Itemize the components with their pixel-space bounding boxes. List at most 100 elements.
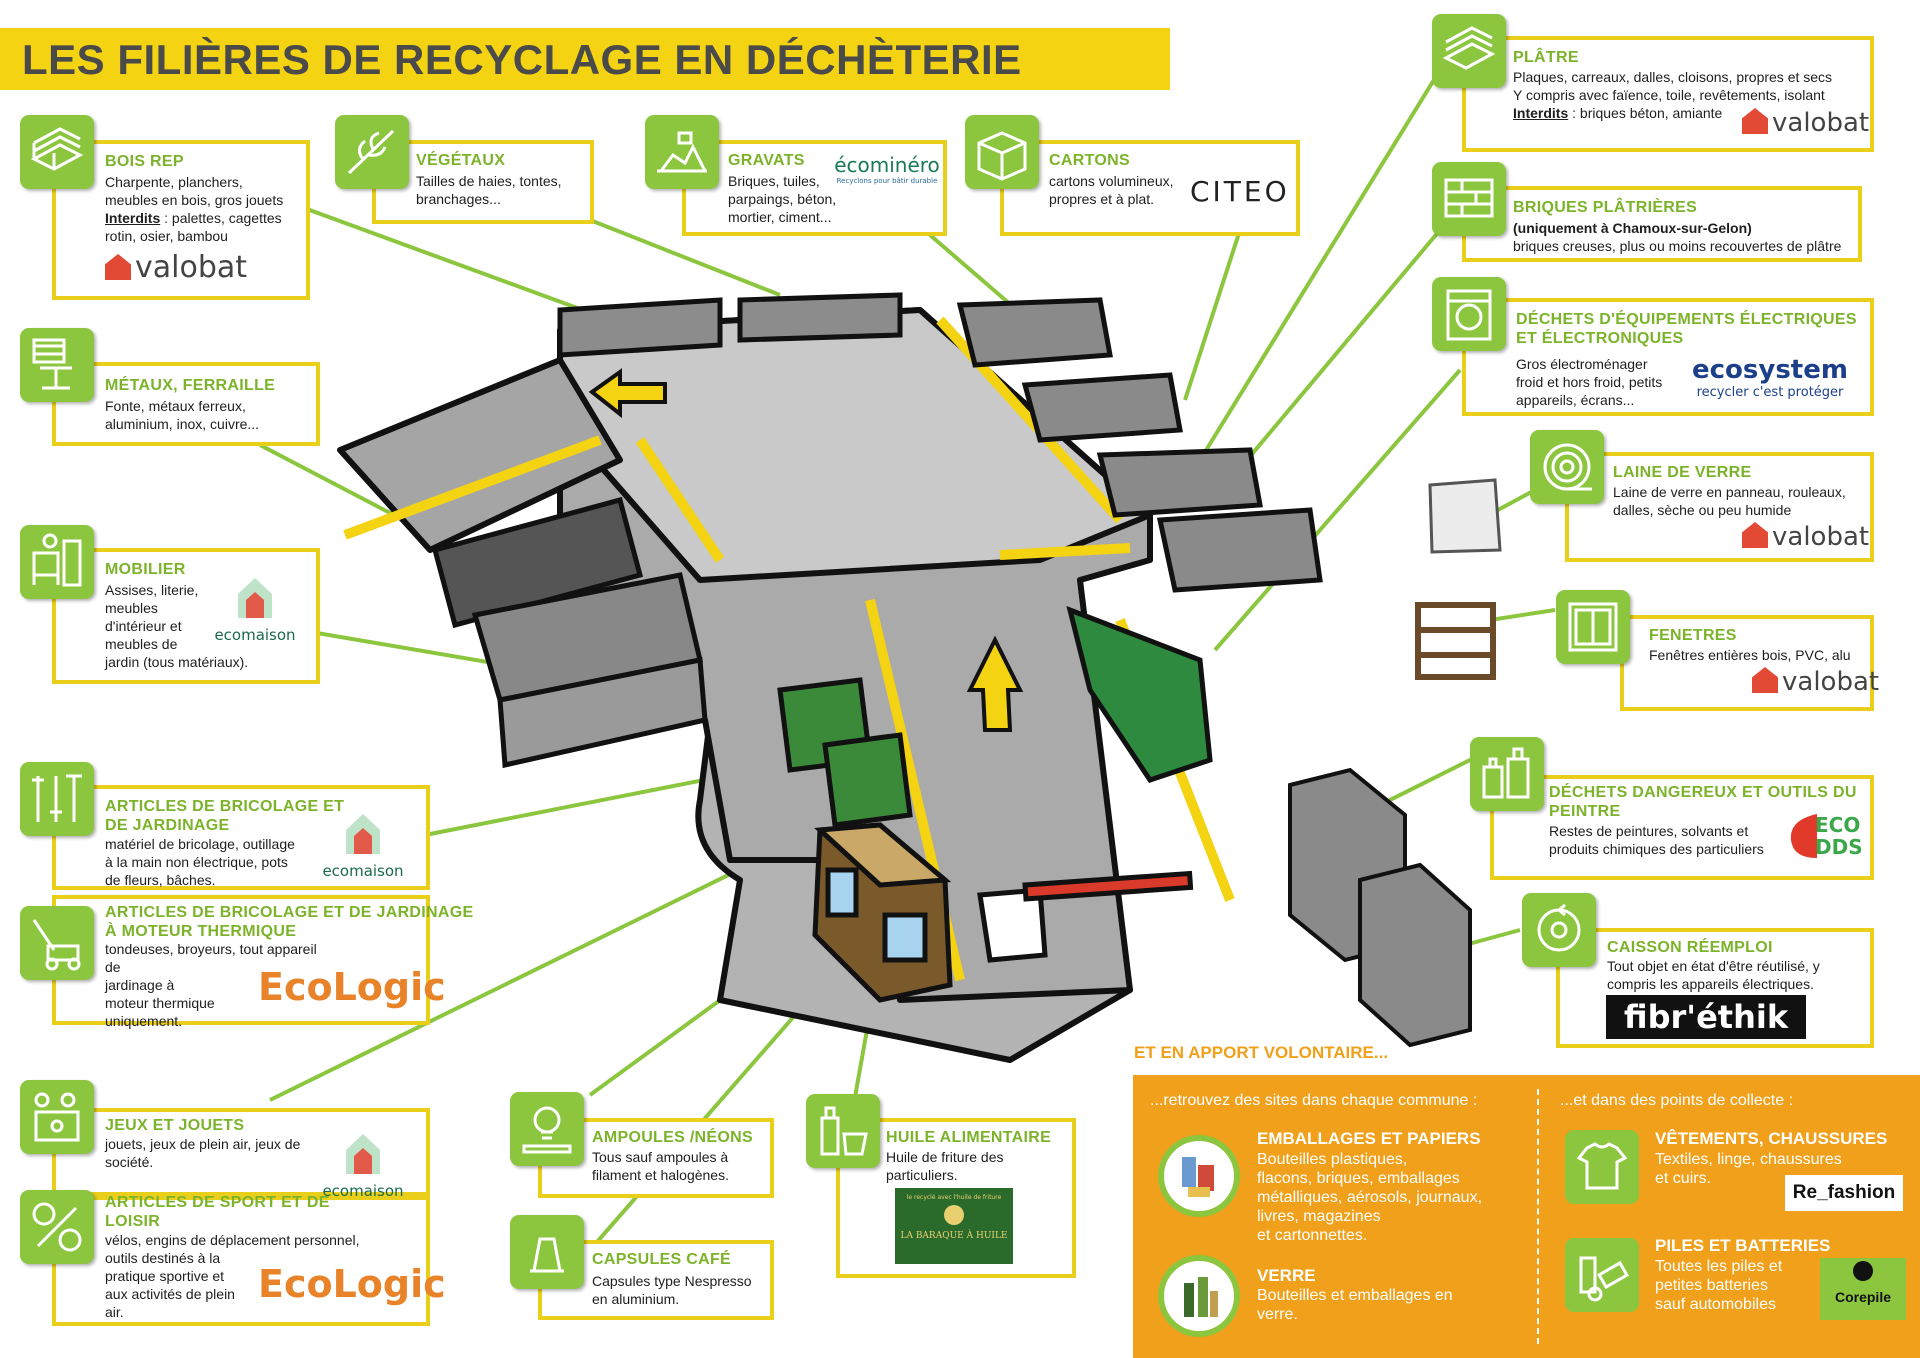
platre-text: Plaques, carreaux, dalles, cloisons, pro…	[1513, 68, 1832, 122]
platre-forbidden: Interdits : briques béton, amiante	[1513, 104, 1832, 122]
house-icon	[105, 254, 131, 280]
card-platre	[1462, 36, 1874, 152]
ecologic-logo: EcoLogic	[258, 1262, 446, 1306]
deee-text: Gros électroménager froid et hors froid,…	[1516, 355, 1662, 409]
title-line: DÉCHETS DANGEREUX ET OUTILS DU	[1549, 784, 1857, 801]
dangereux-text: Restes de peintures, solvants et produit…	[1549, 822, 1764, 858]
vetements-text: Textiles, linge, chaussures et cuirs.	[1655, 1150, 1842, 1188]
bricolage-line: de fleurs, bâches.	[105, 872, 216, 888]
title-line: PEINTRE	[1549, 803, 1621, 820]
jouets-line: jouets, jeux de plein air, jeux de	[105, 1136, 301, 1152]
ecomaison-house-icon	[238, 578, 272, 618]
bois-line: rotin, osier, bambou	[105, 228, 228, 244]
hazardous-bottles-icon	[1470, 737, 1544, 811]
gravats-line: parpaings, béton,	[728, 191, 837, 207]
corepile-mascot-icon	[1853, 1261, 1873, 1281]
bois-text: Charpente, planchers, meubles en bois, g…	[105, 173, 305, 245]
mobilier-line: Assises, literie,	[105, 582, 199, 598]
laine-line: dalles, sèche ou peu humide	[1613, 502, 1792, 518]
capsules-line: en aluminium.	[592, 1291, 680, 1307]
thermique-title: ARTICLES DE BRICOLAGE ET DE JARDINAGE À …	[105, 903, 473, 941]
laine-title: LAINE DE VERRE	[1613, 464, 1752, 481]
reemploi-text: Tout objet en état d'être réutilisé, y c…	[1607, 957, 1820, 993]
vetements-line: Textiles, linge, chaussures	[1655, 1151, 1842, 1168]
lightbulb-icon	[510, 1092, 584, 1166]
batteries-icon	[1565, 1238, 1639, 1312]
title-line: DÉCHETS D'ÉQUIPEMENTS ÉLECTRIQUES	[1516, 311, 1857, 328]
fibrethik-logo: fibr'éthik	[1606, 995, 1806, 1039]
branch-icon	[335, 115, 409, 189]
emballages-line: et cartonnettes.	[1257, 1227, 1368, 1244]
card-sport	[52, 1196, 430, 1326]
metaux-title: MÉTAUX, FERRAILLE	[105, 377, 276, 394]
thermique-text: tondeuses, broyeurs, tout appareil de ja…	[105, 940, 335, 1030]
glass-bottles-icon	[1158, 1255, 1240, 1337]
logo-text: valobat	[135, 250, 248, 285]
window-frame-icon	[1415, 602, 1496, 680]
bois-line: meubles en bois, gros jouets	[105, 192, 284, 208]
wood-planks-icon	[20, 115, 94, 189]
coffee-capsule-icon	[510, 1215, 584, 1289]
forbidden-text: : briques béton, amiante	[1568, 105, 1723, 121]
briques-title: BRIQUES PLÂTRIÈRES	[1513, 199, 1698, 216]
mobilier-title: MOBILIER	[105, 561, 186, 578]
sport-line: pratique sportive et	[105, 1268, 225, 1284]
huile-line: particuliers.	[886, 1167, 958, 1183]
deee-line: Gros électroménager	[1516, 356, 1648, 372]
house-icon	[1742, 522, 1768, 548]
baraque-huile-logo: le recyclé avec l'huile de friture LA BA…	[895, 1188, 1013, 1264]
forbidden-label: Interdits	[105, 210, 161, 226]
toys-icon	[20, 1080, 94, 1154]
big-bag-icon	[1428, 478, 1502, 554]
sport-line: air.	[105, 1304, 124, 1320]
piles-text: Toutes les piles et petites batteries sa…	[1655, 1257, 1782, 1314]
valobat-logo: valobat	[1752, 667, 1879, 697]
piles-line: Toutes les piles et	[1655, 1258, 1783, 1275]
verre-line: Bouteilles et emballages en	[1257, 1287, 1453, 1304]
gravats-line: Briques, tuiles,	[728, 173, 820, 189]
dangereux-line: produits chimiques des particuliers	[1549, 841, 1764, 857]
card-briques	[1462, 186, 1862, 262]
vetements-title: VÊTEMENTS, CHAUSSURES	[1655, 1129, 1888, 1148]
deee-line: froid et hors froid, petits	[1516, 374, 1663, 390]
cartons-line: propres et à plat.	[1049, 191, 1155, 207]
vegetaux-line: branchages...	[416, 191, 501, 207]
plaster-sheets-icon	[1432, 14, 1506, 88]
bois-line: Charpente, planchers,	[105, 174, 243, 190]
furniture-icon	[20, 525, 94, 599]
ampoules-title: AMPOULES /NÉONS	[592, 1129, 753, 1146]
ecologic-logo: EcoLogic	[258, 965, 446, 1009]
refashion-logo: Re_fashion	[1785, 1175, 1903, 1211]
valobat-logo: valobat	[105, 250, 247, 285]
ampoules-text: Tous sauf ampoules à filament et halogèn…	[592, 1148, 729, 1184]
house-icon	[1742, 108, 1768, 134]
card-thermique	[52, 895, 430, 1025]
logo-text: valobat	[1772, 108, 1870, 138]
thermique-line: uniquement.	[105, 1013, 183, 1029]
gravats-title: GRAVATS	[728, 152, 805, 169]
volontaire-panel	[1133, 1075, 1920, 1358]
gravats-line: mortier, ciment...	[728, 209, 832, 225]
verre-text: Bouteilles et emballages en verre.	[1257, 1286, 1453, 1324]
reemploi-line: compris les appareils électriques.	[1607, 976, 1814, 992]
sport-line: aux activités de plein	[105, 1286, 235, 1302]
metaux-text: Fonte, métaux ferreux, aluminium, inox, …	[105, 397, 259, 433]
card-laine	[1565, 452, 1874, 562]
mobilier-line: meubles	[105, 600, 158, 616]
card-mobilier	[52, 548, 320, 684]
metaux-line: Fonte, métaux ferreux,	[105, 398, 246, 414]
piles-title: PILES ET BATTERIES	[1655, 1236, 1831, 1255]
cardboard-box-icon	[965, 115, 1039, 189]
washing-machine-icon	[1432, 277, 1506, 351]
logo-text: ecosystem	[1692, 355, 1848, 385]
ecodds-leaf-icon	[1790, 814, 1817, 858]
sports-icon	[20, 1190, 94, 1264]
logo-text: ecomaison	[214, 626, 296, 644]
cartons-text: cartons volumineux, propres et à plat.	[1049, 172, 1174, 208]
citeo-logo: CITEO	[1190, 175, 1290, 208]
card-bois	[52, 140, 310, 300]
platre-line: Plaques, carreaux, dalles, cloisons, pro…	[1513, 69, 1833, 85]
huile-line: Huile de friture des	[886, 1149, 1004, 1165]
huile-title: HUILE ALIMENTAIRE	[886, 1129, 1052, 1146]
card-vegetaux	[372, 140, 594, 224]
